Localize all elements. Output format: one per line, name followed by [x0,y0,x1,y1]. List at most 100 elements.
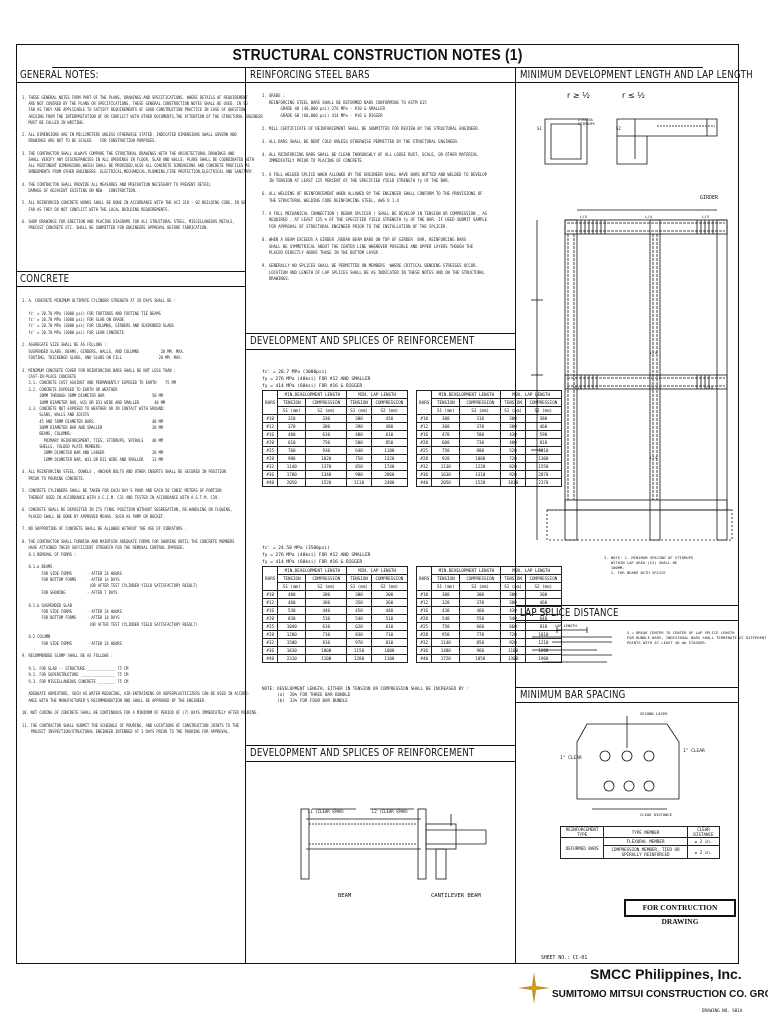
s2-label: S2 [616,126,621,131]
section-divider [245,349,515,350]
table-cell: #40 [261,654,279,663]
table-units: S1 (mm) [346,582,372,591]
table-cell: #25 [261,622,279,631]
table-cell: 370 [277,422,307,431]
table-cell: 350 [346,598,372,607]
table-cell: 750 [305,438,348,447]
table-cell: #16 [415,430,433,439]
section-divider [245,745,515,746]
frame-elevation-diagram [531,209,733,541]
table-cell: 330 [305,414,348,423]
bar-spacing-cell: FLEXURAL MEMBER [603,837,688,846]
section-divider [245,82,515,83]
clear-distance-label: CLEAR DISTANCE [640,812,673,817]
girder-hook-diagram: r ≥ ½ r ≤ ½ [544,91,718,165]
table-cell: 1050 [459,654,502,663]
table-units: S2 (mm) [305,406,348,415]
table-cell: 600 [431,438,461,447]
table-group-header: MIN.DEVELOPMENT LENGTH [277,566,348,575]
table-cell: 610 [305,430,348,439]
table-cell: 2050 [431,478,461,487]
table-cell: 1520 [305,478,348,487]
clear-span-2-label: L2 (CLEAR SPAN) [372,809,409,814]
girder-label: GIRDER [700,195,719,201]
table-cell: #20 [415,438,433,447]
bar-spacing-header: CLEAR DISTANCE [686,826,721,838]
table-cell: 1340 [305,470,348,479]
column-divider [245,68,246,964]
table-cell: 360 [431,422,461,431]
table-cell: BARS [415,566,433,591]
table-cell: 300 [431,590,461,599]
section-divider [245,761,515,762]
lap-length-label: LAP LENGTH [555,624,577,628]
hook-extra-label: 2-EXTRA STIRRUPS [578,118,595,126]
table-cell: #36 [415,646,433,655]
table-subheader: COMPRESSION [370,398,409,407]
table-cell: 300 [459,590,502,599]
table-cell: 750 [431,622,461,631]
table-cell: 480 [370,422,409,431]
table-cell: 730 [459,438,502,447]
table-cell: 450 [346,606,372,615]
table-subheader: TENSION [277,574,307,583]
table-cell: 580 [459,430,502,439]
section-divider [515,687,739,688]
bar-spacing-cell: DEFORMED BARS [559,837,605,859]
table-cell: 300 [346,414,372,423]
beam-splice-diagram [300,808,487,880]
table-cell: #40 [415,654,433,663]
table-cell: #12 [261,422,279,431]
table-cell: 710 [305,630,348,639]
table-cell: 1000 [370,646,409,655]
table-cell: #36 [261,470,279,479]
table-cell: 660 [459,622,502,631]
table-cell: 1500 [277,638,307,647]
table-cell: #25 [261,446,279,455]
section-divider [16,286,245,287]
table-cell: 610 [277,438,307,447]
beam-label: BEAM [338,893,352,899]
table-cell: #16 [261,430,279,439]
table-group-header: MIN. LAP LENGTH [346,390,408,399]
table-header-line: fc' = 20.7 MPa (3000psi) [262,370,328,375]
section-divider [515,605,739,606]
table-header-line: fc' = 24.50 MPa (3500psi) [262,546,330,551]
table-cell: 2370 [524,478,563,487]
table-cell: 1280 [346,654,372,663]
table-cell: 300 [305,590,348,599]
table-cell: 1130 [431,462,461,471]
table-cell: 450 [370,414,409,423]
table-cell: 810 [370,638,409,647]
table-subheader: COMPRESSION [459,574,502,583]
table-cell: 440 [370,606,409,615]
section-divider [515,702,739,703]
table-units: S2 (mm) [459,582,502,591]
concrete-text: 1. A. CONCRETE MINIMUM ULTIMATE CYLINDER… [22,298,259,735]
table-cell: #12 [261,598,279,607]
table-cell: 920 [431,454,461,463]
table-units: S2 (mm) [370,582,409,591]
lap-splice-diagram [532,627,612,663]
table-cell: 510 [305,614,348,623]
table-units: S2 (mm) [370,406,409,415]
table-cell: 1020 [305,454,348,463]
table-header-line: fy = 276 MPa (40ksi) FOR #12 AND SMALLER [262,553,371,558]
table-cell: #32 [415,462,433,471]
l-over-4-label-d: L/4 [575,385,582,390]
table-cell: #20 [261,614,279,623]
table-cell: #12 [415,422,433,431]
section-divider [515,620,739,621]
table-cell: #40 [261,478,279,487]
table-cell: 2310 [277,654,307,663]
drawing-frame [16,44,739,964]
table-cell: 550 [524,606,563,615]
table-cell: 610 [305,622,348,631]
bar-spacing-table: REINFORCEMENT TYPE TYPE MEMBER CLEAR DIS… [559,826,721,859]
table-cell: 320 [431,598,461,607]
table-cell: 1140 [431,638,461,647]
table-cell: 1220 [459,462,502,471]
table-cell: 830 [277,614,307,623]
